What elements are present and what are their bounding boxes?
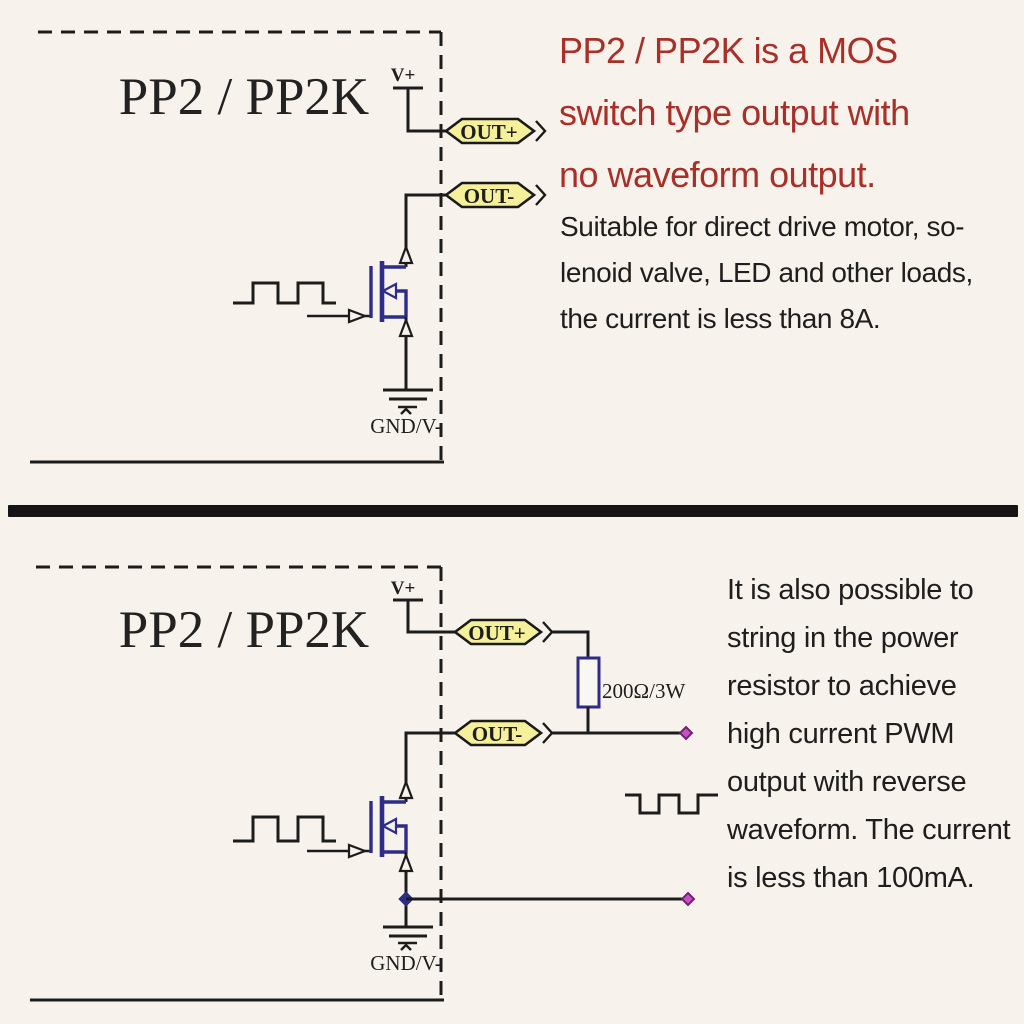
ground-symbol: GND/V-: [370, 925, 442, 975]
out-plus-tag-shape: [443, 117, 537, 145]
wire-supply-to-outplus: [406, 600, 455, 634]
description-line-2: lenoid valve, LED and other loads,: [560, 257, 973, 288]
ground-label: GND/V-: [370, 414, 442, 438]
out-minus-tag: OUT-: [452, 719, 554, 747]
mosfet-body-lead: [396, 289, 408, 317]
out-plus-tag-label: OUT+: [468, 621, 525, 645]
top-heading-text: PP2 / PP2K is a MOS switch type output w…: [559, 20, 910, 206]
out-minus-tag-chevron: [535, 184, 547, 206]
description-line-2: string in the power: [727, 622, 959, 654]
out-minus-tag-chevron: [542, 722, 554, 744]
description-line-4: high current PWM: [727, 718, 955, 750]
wire-supply-to-outplus: [406, 88, 446, 133]
pwm-input-waveform: [233, 281, 336, 305]
out-plus-tag-chevron: [542, 621, 554, 643]
section-divider: [8, 505, 1018, 517]
top-description-text: Suitable for direct drive motor, so- len…: [560, 204, 973, 342]
module-boundary-box: [30, 30, 444, 464]
drain-arrow: [398, 778, 414, 800]
description-line-3: the current is less than 8A.: [560, 303, 881, 334]
bottom-panel-circuit: PP2 / PP2K V+ OUT+ 200Ω/3W: [30, 565, 718, 1002]
supply-terminal: V+: [391, 578, 455, 634]
out-plus-tag: OUT+: [443, 117, 547, 145]
ground-label: GND/V-: [370, 951, 442, 975]
gate-drive-arrow: [347, 843, 369, 859]
description-line-7: is less than 100mA.: [727, 862, 975, 894]
out-plus-tag: OUT+: [452, 618, 554, 646]
out-minus-tag-label: OUT-: [464, 184, 515, 208]
heading-line-3: no waveform output.: [559, 154, 876, 195]
drain-arrow: [398, 243, 414, 265]
out-minus-tag-shape: [443, 181, 537, 209]
mosfet-body-diode-arrow: [380, 282, 398, 300]
out-plus-tag-shape: [452, 618, 544, 646]
wire-outplus-to-resistor: [552, 630, 590, 658]
wire-outminus-to-drain: [404, 731, 455, 802]
out-minus-tag-shape: [452, 719, 544, 747]
module-title: PP2 / PP2K: [119, 601, 369, 659]
bottom-description-text: It is also possible to string in the pow…: [727, 566, 1011, 902]
supply-label: V+: [391, 65, 416, 86]
mosfet-symbol: [369, 796, 408, 857]
outminus-terminal-dot: [678, 725, 694, 741]
supply-label: V+: [391, 578, 416, 599]
description-line-3: resistor to achieve: [727, 670, 957, 702]
out-plus-tag-label: OUT+: [460, 120, 517, 144]
description-line-1: It is also possible to: [727, 574, 974, 606]
description-line-1: Suitable for direct drive motor, so-: [560, 211, 965, 242]
resistor-value-label: 200Ω/3W: [602, 679, 685, 703]
heading-line-1: PP2 / PP2K is a MOS: [559, 30, 898, 71]
ground-caret: [400, 407, 412, 415]
source-arrow: [398, 316, 414, 338]
supply-terminal: V+: [391, 65, 446, 133]
pwm-input-waveform: [233, 815, 336, 843]
wire-outminus-to-drain: [404, 193, 446, 267]
module-boundary-box: [30, 565, 444, 1002]
ground-side-terminal-dot: [680, 891, 696, 907]
out-minus-tag-label: OUT-: [472, 722, 523, 746]
top-panel-circuit: PP2 / PP2K V+ OUT+ OUT-: [30, 30, 547, 464]
module-title: PP2 / PP2K: [119, 68, 369, 126]
description-line-6: waveform. The current: [727, 814, 1011, 846]
ground-symbol: GND/V-: [370, 388, 442, 438]
gate-drive-arrow: [347, 308, 369, 324]
out-minus-tag: OUT-: [443, 181, 547, 209]
out-plus-tag-chevron: [535, 120, 547, 142]
inverted-output-waveform: [625, 793, 718, 815]
heading-line-2: switch type output with: [559, 92, 910, 133]
mosfet-body-diode-arrow: [380, 817, 398, 835]
mosfet-symbol: [369, 261, 408, 322]
resistor-body: [576, 656, 601, 709]
power-resistor: 200Ω/3W: [576, 656, 685, 733]
mosfet-body-lead: [396, 824, 408, 852]
description-line-5: output with reverse: [727, 766, 967, 798]
source-arrow: [398, 851, 414, 873]
ground-caret: [400, 943, 412, 951]
